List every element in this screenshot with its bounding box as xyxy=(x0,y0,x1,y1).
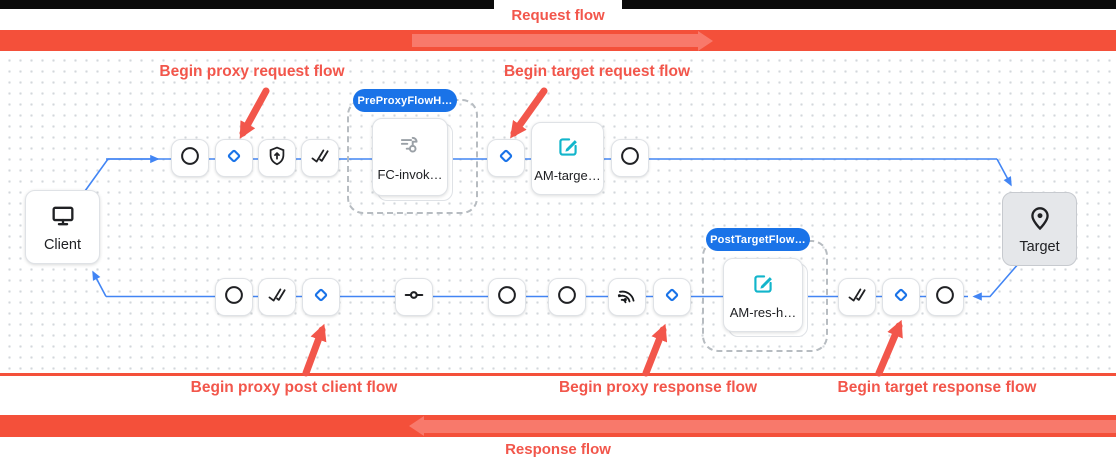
monitor-icon xyxy=(49,202,77,234)
circle-icon xyxy=(556,284,578,311)
policy-label: FC-invok… xyxy=(377,166,443,182)
badge-label: PreProxyFlowH… xyxy=(357,94,453,107)
double-check-icon xyxy=(266,284,288,311)
endpoint-label: Target xyxy=(1019,238,1060,255)
client-endpoint-node[interactable]: Client xyxy=(25,190,100,264)
flow-node-proxy-post-client-start[interactable] xyxy=(302,278,340,316)
flow-node-circle[interactable] xyxy=(488,278,526,316)
inline-node-icon xyxy=(403,284,425,311)
canvas-bottom-rule xyxy=(0,373,1116,376)
pre-proxy-flow-hook-badge[interactable]: PreProxyFlowH… xyxy=(353,89,457,112)
badge-label: PostTargetFlow… xyxy=(710,233,806,246)
diamond-icon xyxy=(890,284,912,311)
flow-node-wire[interactable] xyxy=(395,278,433,316)
target-endpoint-node[interactable]: Target xyxy=(1002,192,1077,266)
signal-waves-icon xyxy=(616,284,638,311)
flow-node-checks[interactable] xyxy=(258,278,296,316)
flow-node-circle[interactable] xyxy=(926,278,964,316)
request-flow-bar xyxy=(0,30,1116,51)
callout-begin-proxy-response: Begin proxy response flow xyxy=(558,379,758,396)
diamond-icon xyxy=(223,145,245,172)
post-target-flow-hook-badge[interactable]: PostTargetFlow… xyxy=(706,228,810,251)
diamond-icon xyxy=(310,284,332,311)
edit-icon xyxy=(555,134,581,163)
edit-icon xyxy=(750,271,776,300)
policy-label: AM-res-h… xyxy=(729,304,797,320)
diamond-icon xyxy=(495,145,517,172)
request-flow-title: Request flow xyxy=(494,0,622,29)
flow-node-circle[interactable] xyxy=(611,139,649,177)
flow-node-circle[interactable] xyxy=(171,139,209,177)
flow-node-proxy-response-start[interactable] xyxy=(653,278,691,316)
flow-node-proxy-request-start[interactable] xyxy=(215,139,253,177)
endpoint-label: Client xyxy=(43,236,82,253)
callout-begin-proxy-request: Begin proxy request flow xyxy=(159,63,345,80)
circle-icon xyxy=(223,284,245,311)
flow-node-signal[interactable] xyxy=(608,278,646,316)
callout-begin-target-response: Begin target response flow xyxy=(837,379,1037,396)
request-direction-arrow xyxy=(412,30,713,51)
flow-node-security[interactable] xyxy=(258,139,296,177)
flow-editor-canvas[interactable] xyxy=(0,51,1116,373)
flow-node-circle[interactable] xyxy=(548,278,586,316)
circle-icon xyxy=(934,284,956,311)
flow-callout-policy-card[interactable]: FC-invok… xyxy=(372,118,448,196)
assign-message-target-policy-card[interactable]: AM-targe… xyxy=(531,122,604,195)
circle-icon xyxy=(619,145,641,172)
diamond-icon xyxy=(661,284,683,311)
flow-node-target-request-start[interactable] xyxy=(487,139,525,177)
flow-node-checks[interactable] xyxy=(301,139,339,177)
response-flow-title: Response flow xyxy=(505,441,611,458)
callout-begin-target-request: Begin target request flow xyxy=(503,63,691,80)
policy-label: AM-targe… xyxy=(534,168,601,183)
flow-callout-icon xyxy=(397,133,423,162)
double-check-icon xyxy=(309,145,331,172)
response-direction-arrow xyxy=(409,416,1116,436)
callout-begin-proxy-post-client: Begin proxy post client flow xyxy=(190,379,398,396)
circle-icon xyxy=(496,284,518,311)
flow-node-target-response-start[interactable] xyxy=(882,278,920,316)
flow-node-circle[interactable] xyxy=(215,278,253,316)
map-pin-icon xyxy=(1026,204,1054,236)
circle-icon xyxy=(179,145,201,172)
flow-node-checks[interactable] xyxy=(838,278,876,316)
shield-icon xyxy=(266,145,288,172)
double-check-icon xyxy=(846,284,868,311)
response-flow-bar xyxy=(0,415,1116,437)
assign-message-response-policy-card[interactable]: AM-res-h… xyxy=(723,258,803,332)
